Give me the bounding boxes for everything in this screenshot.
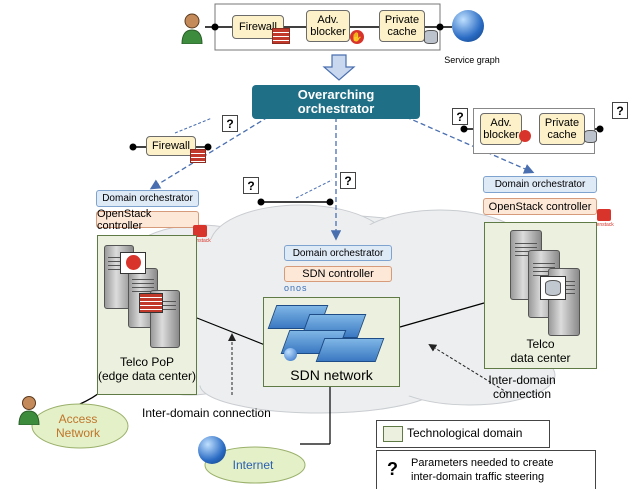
user-icon — [180, 12, 204, 45]
stop-hand-icon — [120, 252, 146, 274]
database-icon — [540, 276, 566, 300]
question-icon: ? — [340, 172, 356, 189]
stop-hand-icon — [519, 130, 531, 142]
question-icon: ? — [452, 108, 468, 125]
service-adv-blocker: Adv. blocker — [306, 10, 350, 42]
openstack-logo-text: openstack — [591, 222, 614, 228]
service-graph-label: Service graph — [444, 55, 500, 65]
question-icon: ? — [612, 102, 628, 119]
sdn-domain-name: SDN network — [290, 367, 373, 383]
stop-hand-icon: ✋ — [350, 30, 364, 44]
globe-icon — [284, 348, 297, 361]
pop-domain-orchestrator: Domain orchestrator — [96, 190, 199, 207]
openstack-logo — [193, 225, 207, 237]
brick-firewall-icon — [272, 28, 290, 44]
legend-tech-domain: Technological domain — [376, 420, 550, 448]
subgraph-private-cache: Private cache — [539, 113, 585, 145]
legend-parameters: ? Parameters needed to create inter-doma… — [376, 450, 596, 489]
subgraph-adv-blocker: Adv. blocker — [480, 113, 522, 145]
service-firewall-label: Firewall — [239, 21, 277, 33]
overarching-orchestrator-label: Overarching orchestrator — [297, 87, 375, 116]
dc-domain-orchestrator: Domain orchestrator — [483, 176, 597, 193]
subgraph-adv-blocker-label: Adv. blocker — [483, 117, 519, 141]
service-private-cache: Private cache — [379, 10, 425, 42]
overarching-orchestrator: Overarching orchestrator — [252, 85, 420, 119]
service-adv-blocker-label: Adv. blocker — [310, 14, 346, 38]
brick-firewall-icon — [190, 149, 206, 163]
dc-domain-name: Telco data center — [510, 337, 571, 365]
service-private-cache-label: Private cache — [384, 14, 420, 38]
legend-tech-domain-swatch — [383, 426, 403, 442]
openstack-logo — [597, 209, 611, 221]
sdn-domain-orchestrator: Domain orchestrator — [284, 245, 392, 261]
internet-label: Internet — [232, 458, 274, 472]
openstack-logo-text: openstack — [188, 238, 211, 244]
subgraph-firewall-label: Firewall — [152, 140, 190, 152]
pop-openstack-controller: OpenStack controller — [96, 208, 199, 232]
dc-openstack-controller: OpenStack controller — [483, 198, 597, 215]
onos-logo: onos — [284, 283, 308, 293]
brick-firewall-icon — [139, 293, 163, 313]
switch-icon — [315, 338, 385, 362]
access-network-label: Access Network — [55, 412, 100, 440]
question-icon: ? — [243, 177, 259, 194]
database-icon — [424, 30, 438, 44]
subgraph-private-cache-label: Private cache — [544, 117, 580, 141]
legend-question-icon: ? — [387, 459, 398, 479]
pop-domain-name: Telco PoP (edge data center) — [97, 355, 197, 383]
sdn-controller-label: SDN controller — [302, 268, 374, 280]
subgraph-firewall: Firewall — [146, 136, 196, 156]
left-inter-domain-label: Inter-domain connection — [142, 406, 271, 420]
question-icon: ? — [222, 115, 238, 132]
globe-icon — [198, 436, 226, 464]
database-icon — [584, 130, 597, 143]
legend-parameters-label: Parameters needed to create inter-domain… — [411, 457, 554, 483]
user-icon — [18, 395, 40, 426]
legend-tech-domain-label: Technological domain — [407, 426, 523, 440]
right-inter-domain-label: Inter-domain connection — [488, 373, 556, 401]
sdn-controller: SDN controller — [284, 266, 392, 282]
globe-icon — [452, 10, 484, 42]
